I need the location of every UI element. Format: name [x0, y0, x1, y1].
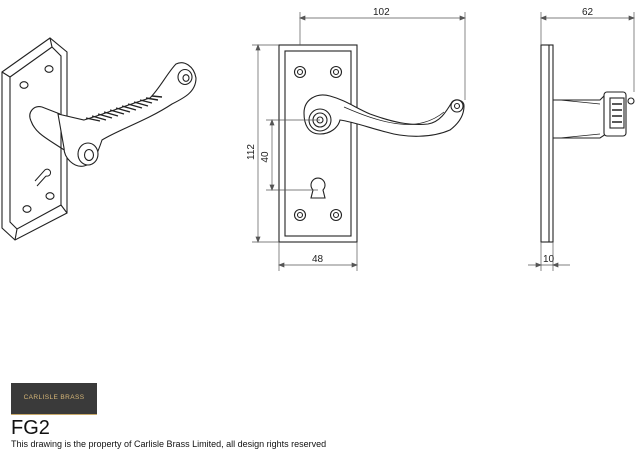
isometric-view	[1, 37, 197, 241]
front-backplate-outer	[278, 44, 358, 243]
front-dimensions	[252, 12, 466, 271]
front-screw-hole	[293, 208, 307, 222]
front-backplate-inner	[284, 50, 352, 237]
side-neck	[553, 92, 607, 139]
front-screw-hole	[329, 208, 343, 222]
front-lever	[303, 94, 465, 137]
brand-logo: CARLISLE BRASS	[11, 383, 97, 415]
side-dimensions	[528, 12, 635, 271]
iso-backplate	[1, 37, 68, 241]
iso-lever-ribs	[85, 95, 163, 122]
front-view	[278, 44, 465, 243]
iso-screw-hole	[19, 81, 29, 89]
iso-screw-hole	[45, 192, 55, 200]
dimension-label-48: 48	[312, 254, 324, 265]
dimension-label-40: 40	[260, 151, 271, 163]
side-lever-tip	[627, 97, 635, 105]
front-lever-tip	[450, 99, 464, 113]
iso-screw-hole	[22, 205, 32, 213]
side-view	[540, 44, 635, 243]
dimension-label-112: 112	[246, 144, 257, 160]
iso-keyhole	[34, 168, 52, 187]
dimension-label-62: 62	[582, 7, 594, 18]
side-backplate	[540, 44, 554, 243]
iso-screw-hole	[44, 65, 54, 73]
copyright-note: This drawing is the property of Carlisle…	[11, 439, 327, 449]
iso-rose	[29, 106, 61, 122]
dimension-label-102: 102	[373, 7, 390, 18]
dimension-label-10: 10	[543, 254, 555, 265]
front-screw-hole	[329, 65, 343, 79]
iso-lever-tip	[177, 68, 193, 86]
product-code: FG2	[11, 417, 50, 439]
brand-logo-text: CARLISLE BRASS	[23, 394, 85, 401]
front-keyhole	[310, 177, 326, 199]
front-screw-hole	[293, 65, 307, 79]
